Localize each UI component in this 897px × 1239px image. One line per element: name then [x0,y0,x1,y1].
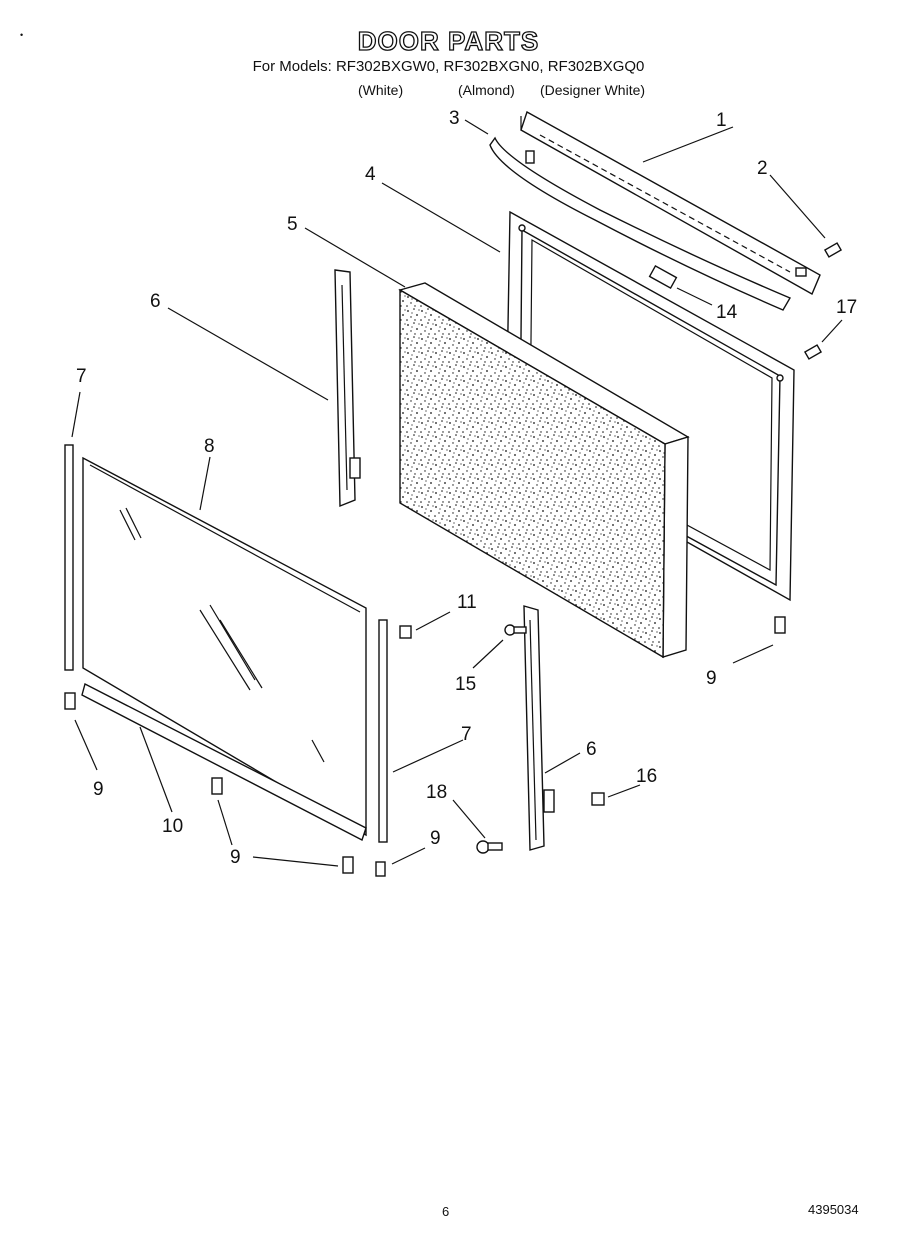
page-title: DOOR PARTS [357,25,540,56]
callout-labels: 1 2 3 4 5 6 7 8 11 14 17 15 9 7 6 16 18 … [76,108,857,868]
variant-white: (White) [358,82,404,98]
callout-9-right: 9 [706,668,717,689]
callout-7-right: 7 [461,724,472,745]
callout-16: 16 [636,766,657,787]
part-2-screw [823,242,843,258]
callout-6-left: 6 [150,291,161,312]
part-10-bottom-channel [81,682,367,841]
part-16-clip [591,792,605,806]
callout-10: 10 [162,816,183,837]
callout-11: 11 [457,592,477,613]
part-5-insulation [398,282,690,659]
callout-6-right: 6 [586,739,597,760]
callout-7-left: 7 [76,366,87,387]
part-17-screw [803,344,823,360]
part-8-glass [82,456,367,837]
callout-8: 8 [204,436,215,457]
part-18-screw [476,840,503,854]
part-1-top-trim [520,110,821,295]
variant-almond: (Almond) [458,82,515,98]
callout-17: 17 [836,297,857,318]
callout-15: 15 [455,674,476,695]
callout-9-left: 9 [93,779,104,800]
document-number: 4395034 [808,1202,859,1217]
callout-9-center: 9 [430,828,441,849]
callout-4: 4 [365,164,376,185]
page-number: 6 [442,1204,450,1219]
callout-5: 5 [287,214,298,235]
part-3-handle [489,136,792,311]
corner-mark: • [20,30,24,40]
callout-18: 18 [426,782,447,803]
model-list: For Models: RF302BXGW0, RF302BXGN0, RF30… [252,58,645,75]
part-15-screw [504,624,527,636]
callout-2: 2 [757,158,768,179]
callout-9-bottom: 9 [230,847,241,868]
callout-14: 14 [716,302,738,323]
variant-designer-white: (Designer White) [540,82,646,98]
leader-lines [71,119,843,867]
part-11-clip [399,625,412,639]
part-7-glass-channel-left [64,444,74,671]
part-6-hinge-bracket-left [334,269,361,508]
part-6-hinge-bracket-right [523,605,555,851]
callout-1: 1 [716,110,727,131]
part-9-screws [64,616,786,877]
part-7-glass-channel-right [378,619,388,843]
callout-3: 3 [449,108,460,129]
